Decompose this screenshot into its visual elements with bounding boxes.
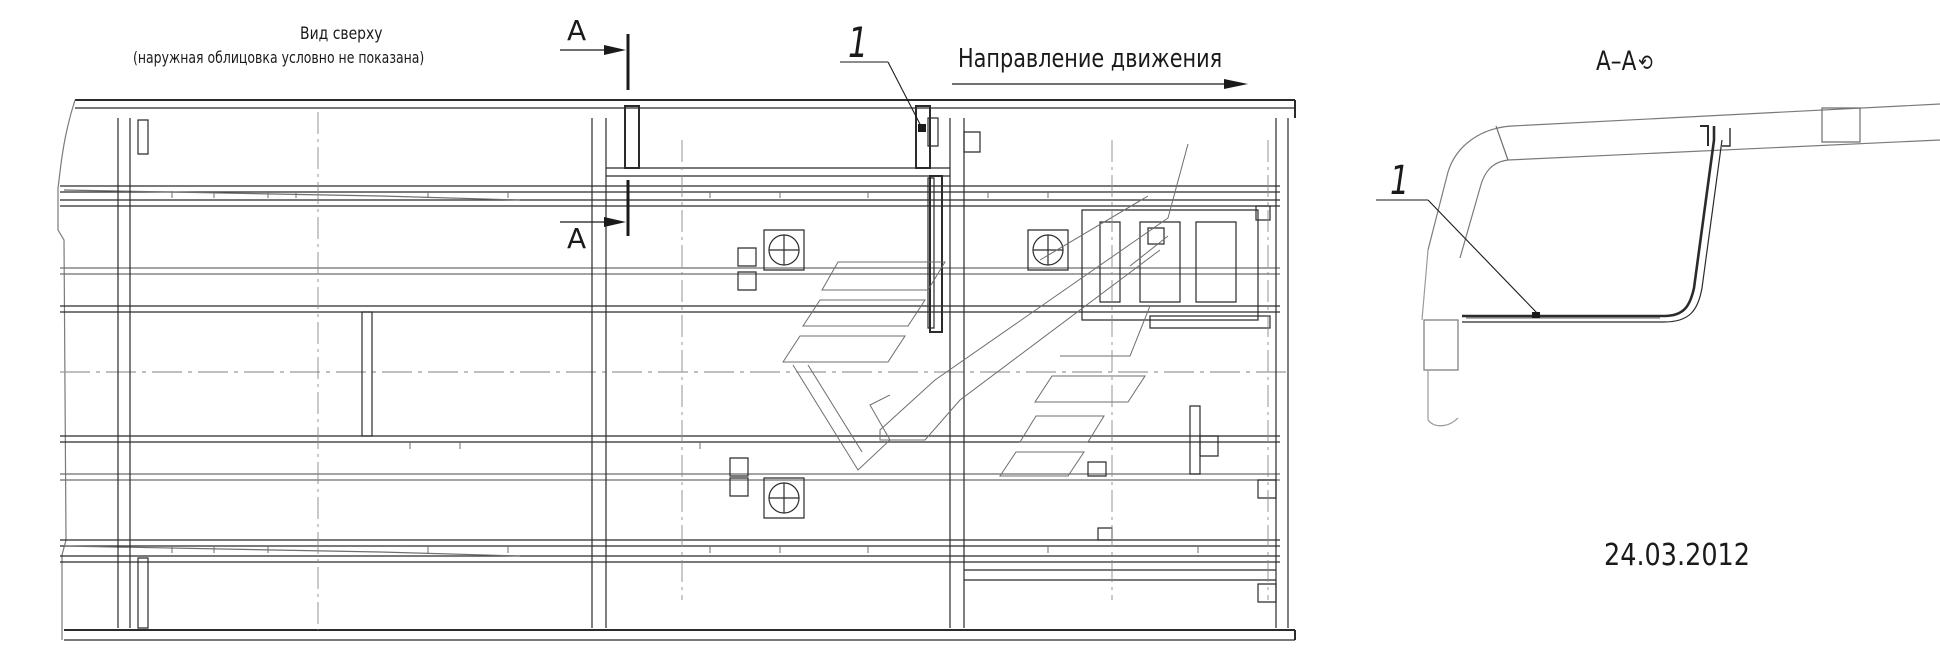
- view-title: Вид сверху: [300, 24, 383, 44]
- rotation-icon: ⟲: [1637, 51, 1653, 76]
- section-mark-top: А: [567, 14, 587, 47]
- section-view-drawing: [1422, 104, 1940, 426]
- oblique-step-contours: [783, 144, 1188, 476]
- position-callout-main: 1: [848, 18, 869, 67]
- section-view-title: А–А⟲: [1596, 46, 1653, 77]
- callout-leader-section: [1376, 200, 1540, 318]
- view-note: (наружная облицовка условно не показана): [133, 48, 425, 67]
- direction-label: Направление движения: [958, 44, 1223, 74]
- position-callout-section: 1: [1390, 158, 1410, 204]
- callout-leader-main: [840, 62, 926, 132]
- section-cut-marker: [560, 34, 628, 236]
- section-view-title-text: А–А: [1596, 46, 1637, 77]
- weld-ticks: [172, 191, 1198, 553]
- section-mark-bottom: А: [567, 222, 587, 255]
- direction-arrow: [952, 79, 1248, 89]
- centerlines: [318, 112, 1268, 630]
- frame-plan-view: [58, 100, 1295, 640]
- drawing-date: 24.03.2012: [1604, 538, 1751, 573]
